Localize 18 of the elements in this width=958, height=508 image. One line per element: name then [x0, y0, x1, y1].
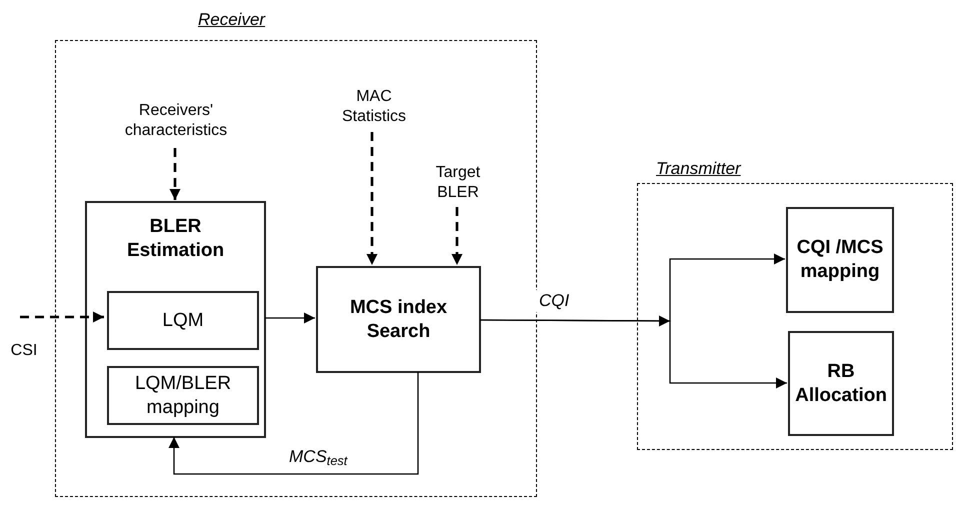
box-heading: BLER Estimation	[126, 215, 226, 263]
process-box	[85, 201, 266, 438]
node-text: LQM	[162, 308, 204, 332]
process-box	[107, 291, 259, 350]
group-title: Receiver	[198, 9, 266, 31]
process-box	[316, 266, 481, 373]
process-box	[788, 331, 894, 436]
node-text: CQI /MCS mapping	[796, 236, 884, 284]
input-label: CSI	[4, 317, 44, 361]
input-label: Target BLER	[429, 163, 487, 208]
process-box	[107, 366, 259, 425]
node-text: LQM/BLER mapping	[134, 372, 232, 420]
input-label: Receivers' characteristics	[113, 101, 239, 149]
node-text: MCS index Search	[348, 296, 448, 344]
group-title: Transmitter	[656, 158, 741, 180]
process-box	[786, 207, 894, 313]
node-text: RB Allocation	[795, 360, 887, 408]
input-label: MAC Statistics	[339, 87, 409, 133]
